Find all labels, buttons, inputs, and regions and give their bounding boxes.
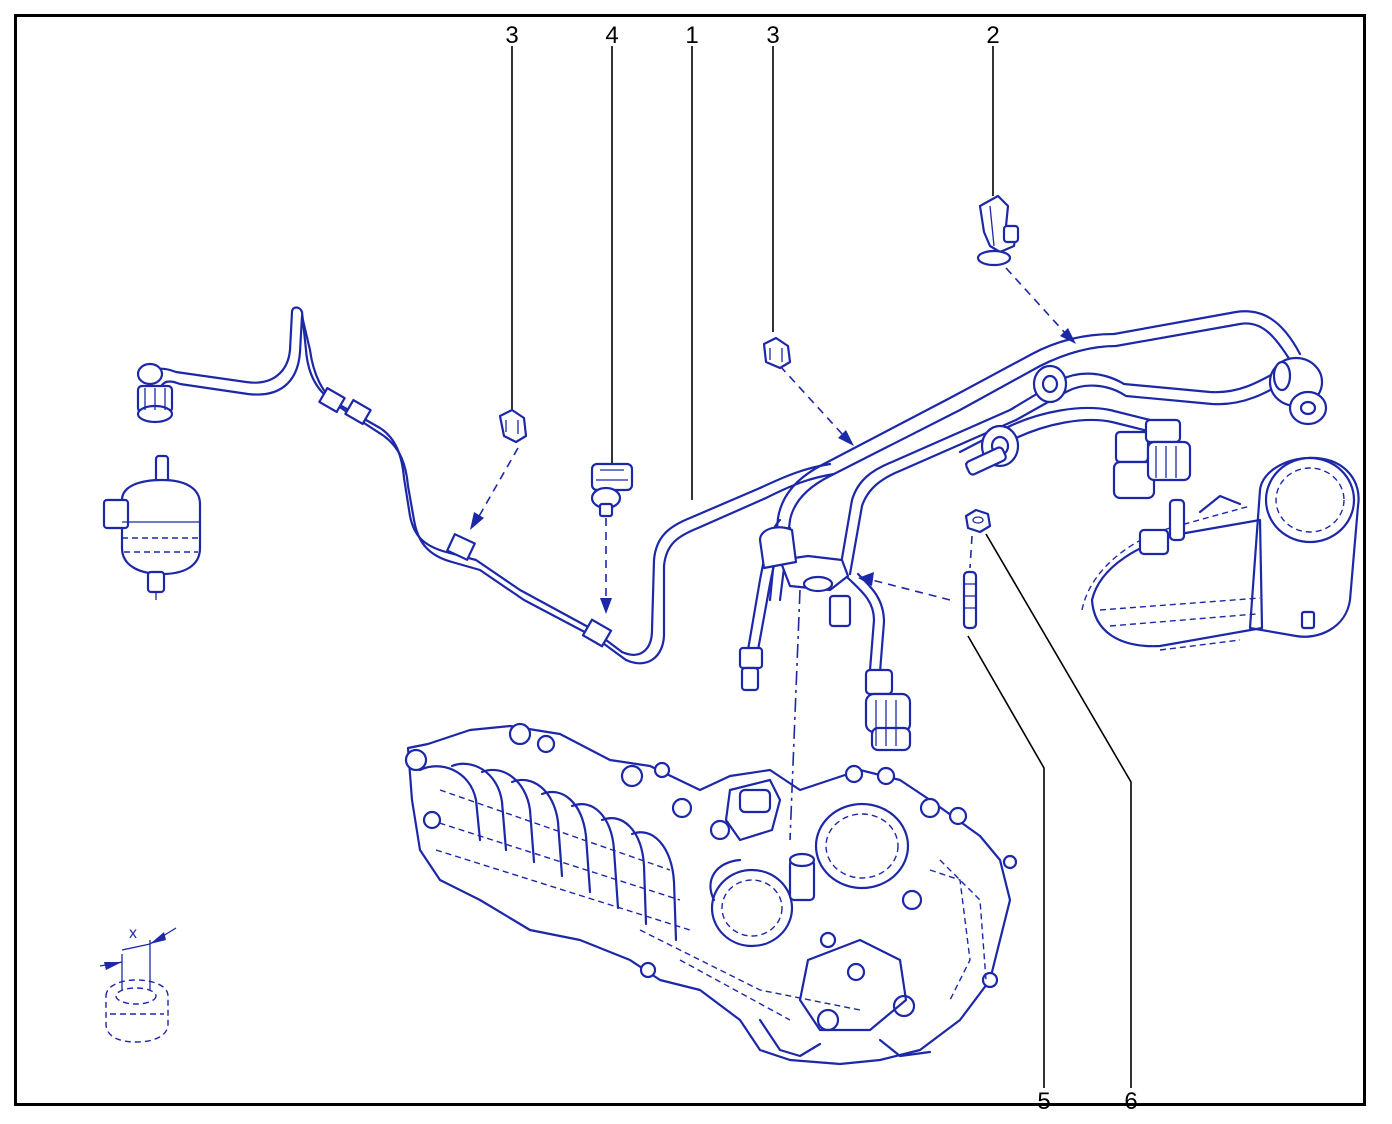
dimension-detail [99, 927, 177, 1043]
callout-6: 6 [1124, 1088, 1138, 1115]
item-3-clip-left [498, 408, 528, 444]
engine-block [404, 722, 1018, 1066]
item-3-clip-right [762, 336, 792, 370]
callout-1: 1 [685, 22, 699, 49]
dimension-x-label: x [129, 925, 137, 942]
diagram-frame [14, 14, 1366, 1106]
assembly-arrows [470, 267, 1076, 841]
callout-4: 4 [605, 22, 619, 49]
callout-2: 2 [986, 22, 1000, 49]
callout-5: 5 [1037, 1088, 1051, 1115]
item-6-nut [964, 508, 992, 534]
callout-3-right: 3 [766, 22, 780, 49]
item-2-clip [976, 194, 1020, 267]
leader-lines [511, 46, 1132, 1088]
item-5-stud [962, 570, 978, 630]
pump-assembly-right [1081, 456, 1360, 651]
leader-6 [985, 533, 1132, 1088]
item-4-sensor [590, 462, 634, 518]
leader-5 [967, 635, 1045, 1088]
item-1-fuel-pipe-assembly [136, 306, 1328, 752]
pump-component-left [102, 454, 202, 600]
callout-3-left: 3 [505, 22, 519, 49]
